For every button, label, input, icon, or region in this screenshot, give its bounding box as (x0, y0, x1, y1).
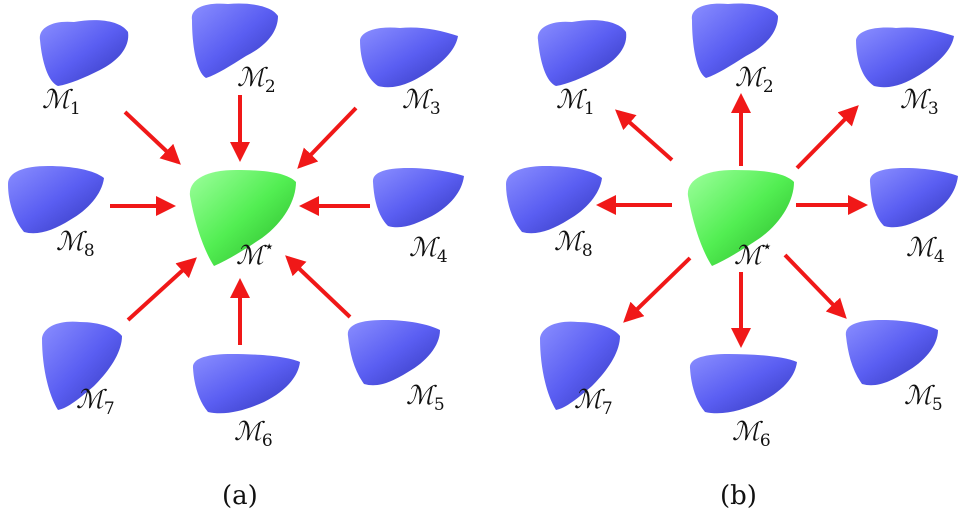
liver-model-center (687, 170, 794, 266)
svg-text:ℳ4: ℳ4 (409, 233, 448, 267)
liver-model-8 (506, 166, 602, 234)
label-m2: ℳ2 (237, 63, 276, 97)
arrow-m1-to-center (123, 110, 181, 165)
svg-text:ℳ4: ℳ4 (906, 233, 945, 267)
svg-text:ℳ⋆: ℳ⋆ (734, 237, 772, 271)
label-m5: ℳ5 (406, 381, 445, 415)
label-m8: ℳ8 (554, 227, 593, 261)
svg-text:ℳ6: ℳ6 (234, 417, 273, 451)
label-m7: ℳ7 (76, 385, 115, 419)
arrow-center-to-m7 (623, 256, 692, 323)
arrow-center-to-m5 (783, 253, 847, 319)
svg-text:ℳ2: ℳ2 (237, 63, 276, 97)
liver-model-7 (540, 321, 620, 410)
liver-model-6 (689, 354, 797, 414)
liver-model-2 (691, 3, 778, 78)
liver-model-4 (869, 168, 958, 228)
svg-text:ℳ8: ℳ8 (56, 227, 95, 261)
svg-text:ℳ6: ℳ6 (732, 417, 771, 451)
arrow-m7-to-center (126, 257, 197, 322)
svg-text:ℳ2: ℳ2 (735, 63, 774, 97)
label-m3: ℳ3 (900, 85, 939, 119)
label-m6: ℳ6 (732, 417, 771, 451)
label-m6: ℳ6 (234, 417, 273, 451)
arrow-center-to-m3 (795, 105, 859, 170)
liver-model-6 (192, 354, 300, 414)
liver-model-3 (856, 27, 954, 88)
liver-model-1 (537, 20, 627, 86)
label-m1: ℳ1 (556, 85, 595, 119)
label-m4: ℳ4 (906, 233, 945, 267)
arrows-outward (596, 93, 868, 348)
svg-text:ℳ5: ℳ5 (904, 381, 943, 415)
svg-text:ℳ3: ℳ3 (900, 85, 939, 119)
label-m2: ℳ2 (735, 63, 774, 97)
label-m7: ℳ7 (574, 385, 613, 419)
svg-text:ℳ7: ℳ7 (574, 385, 613, 419)
arrow-m3-to-center (297, 106, 358, 169)
label-m4: ℳ4 (409, 233, 448, 267)
liver-model-7 (42, 321, 122, 410)
liver-model-1 (39, 20, 129, 86)
label-center: ℳ⋆ (734, 237, 772, 271)
liver-model-2 (191, 3, 278, 78)
svg-text:ℳ3: ℳ3 (402, 85, 441, 119)
caption-a: (a) (222, 481, 258, 511)
svg-text:ℳ⋆: ℳ⋆ (236, 237, 274, 271)
arrow-m5-to-center (285, 255, 352, 319)
svg-text:ℳ5: ℳ5 (406, 381, 445, 415)
liver-model-center (189, 170, 296, 266)
liver-model-8 (8, 166, 104, 234)
arrow-center-to-m1 (615, 109, 674, 162)
liver-model-5 (845, 320, 938, 386)
arrows-inward (110, 95, 370, 345)
liver-model-5 (347, 320, 440, 386)
panel-a: ℳ1 ℳ2 ℳ3 ℳ4 ℳ5 ℳ6 ℳ7 ℳ8 ℳ⋆ (a) (8, 3, 464, 511)
svg-text:ℳ8: ℳ8 (554, 227, 593, 261)
caption-b: (b) (720, 481, 757, 511)
svg-text:ℳ7: ℳ7 (76, 385, 115, 419)
panel-b: ℳ1 ℳ2 ℳ3 ℳ4 ℳ5 ℳ6 ℳ7 ℳ8 ℳ⋆ (b) (506, 3, 958, 511)
liver-model-3 (360, 27, 458, 88)
svg-text:ℳ1: ℳ1 (42, 85, 81, 119)
label-m5: ℳ5 (904, 381, 943, 415)
label-m3: ℳ3 (402, 85, 441, 119)
svg-text:ℳ1: ℳ1 (556, 85, 595, 119)
liver-model-4 (372, 168, 464, 228)
label-m8: ℳ8 (56, 227, 95, 261)
label-m1: ℳ1 (42, 85, 81, 119)
label-center: ℳ⋆ (236, 237, 274, 271)
